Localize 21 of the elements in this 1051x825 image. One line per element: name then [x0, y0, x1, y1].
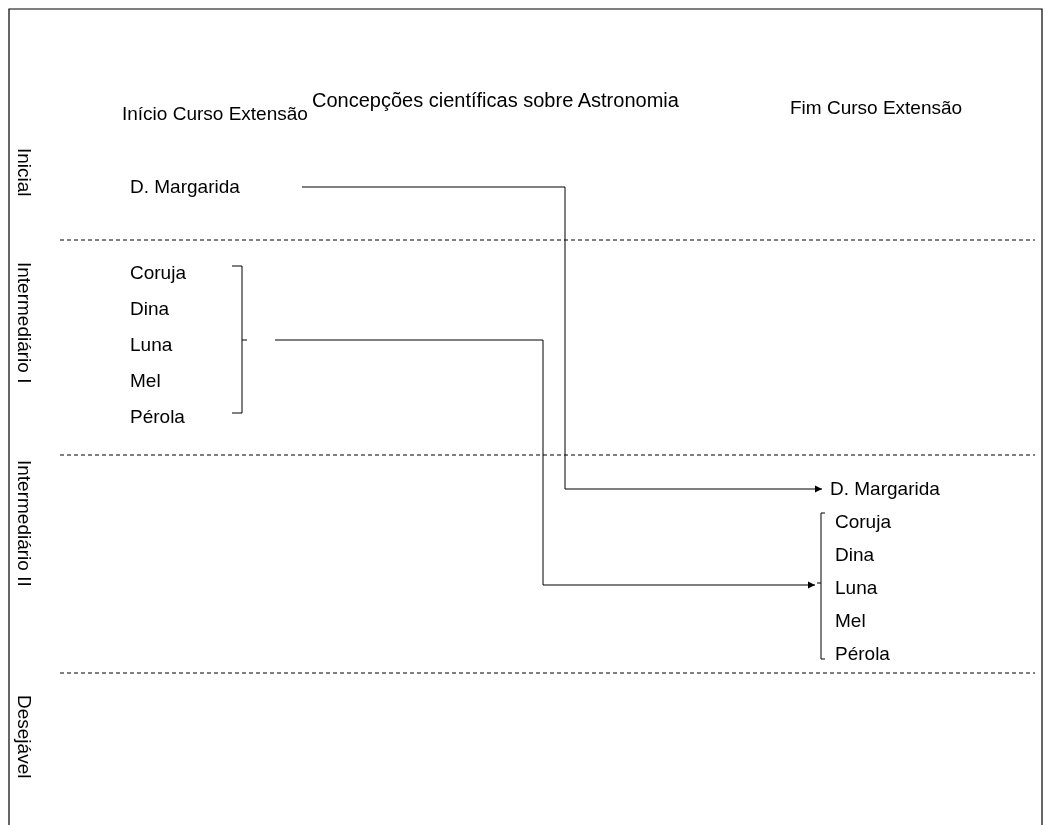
name-text: Mel [130, 370, 161, 392]
diagram-title: Concepções científicas sobre Astronomia [312, 89, 679, 111]
name-text: Luna [835, 577, 878, 599]
row-label: Intermediário II [13, 460, 35, 587]
row-label: Inicial [13, 148, 35, 197]
name-text: D. Margarida [130, 176, 240, 198]
name-text: Coruja [835, 511, 891, 533]
name-text: Pérola [130, 406, 185, 428]
column-heading: Fim Curso Extensão [790, 97, 963, 119]
name-text: Luna [130, 334, 173, 356]
name-text: Mel [835, 610, 866, 632]
name-text: Dina [130, 298, 170, 320]
row-label: Desejável [13, 695, 35, 779]
connector-arrow [274, 339, 816, 589]
row-label: Intermediário I [13, 262, 35, 384]
name-text: Coruja [130, 262, 186, 284]
name-text: Dina [835, 544, 875, 566]
column-heading: Início Curso Extensão [122, 103, 308, 125]
connector-arrow [301, 186, 823, 493]
name-text: Pérola [835, 643, 890, 665]
name-text: D. Margarida [830, 478, 940, 500]
